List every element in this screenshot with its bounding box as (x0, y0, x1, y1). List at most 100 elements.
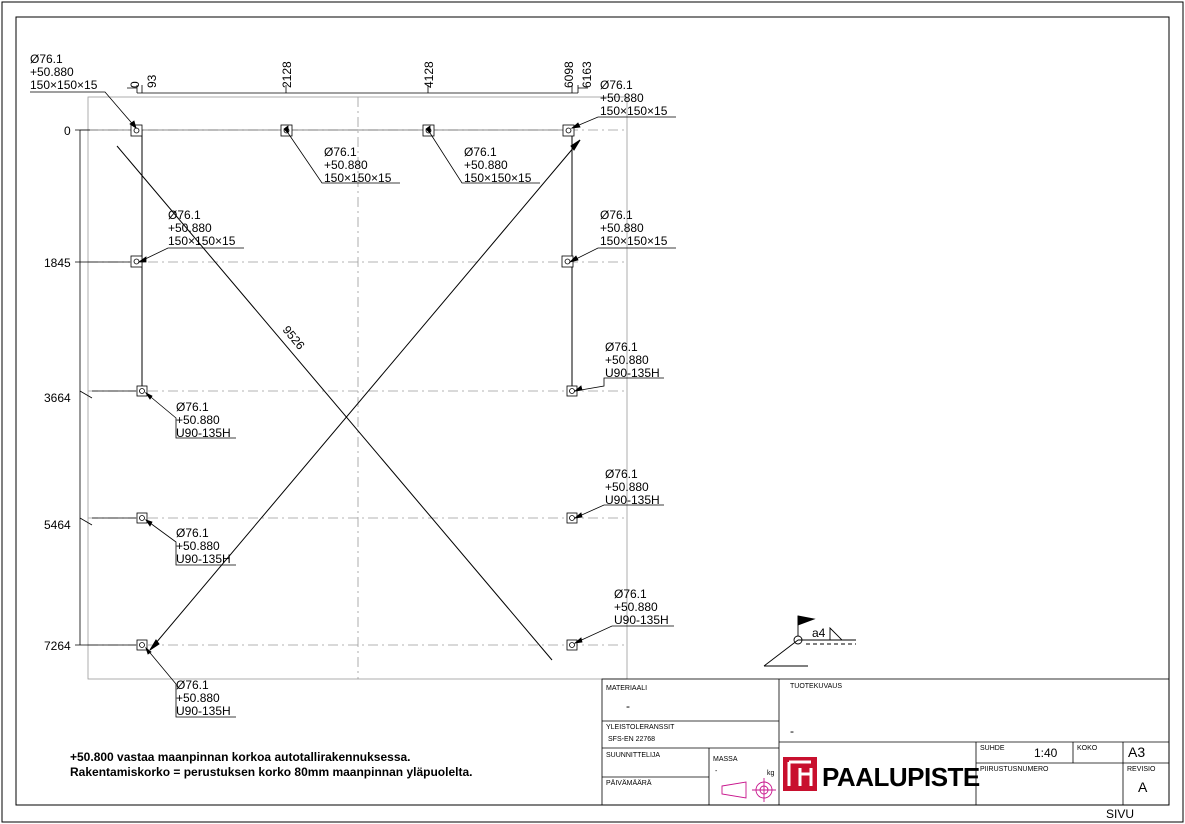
projection-symbol-icon (721, 778, 776, 802)
callout-diameter: Ø76.1 (600, 78, 633, 92)
callout-spec: U90-135H (176, 704, 231, 718)
callout-elevation: +50.880 (324, 158, 368, 172)
suunnittelija-label: SUUNNITTELIJA (606, 752, 660, 759)
callout-elevation: +50.880 (600, 91, 644, 105)
sivu-label: SIVU (1106, 807, 1134, 821)
weld-symbol (763, 615, 856, 667)
pile-marker (566, 639, 578, 651)
callout-elevation: +50.880 (168, 221, 212, 235)
paalupiste-logo: PAALUPISTE (783, 757, 980, 792)
pile-callout: Ø76.1 +50.880 150×150×15 (324, 145, 392, 185)
pile-marker (561, 255, 574, 268)
dim-x-93: 93 (145, 74, 159, 88)
suhde-value: 1:40 (1034, 746, 1058, 760)
yleistoleranssit-value: SFS-EN 22768 (608, 736, 655, 743)
pile-markers (130, 124, 578, 651)
title-block (601, 678, 1170, 806)
callout-elevation: +50.880 (600, 221, 644, 235)
top-dimension-labels: 0 93 2128 4128 6098 6163 (128, 61, 594, 88)
callout-spec: 150×150×15 (324, 171, 392, 185)
callout-spec: U90-135H (605, 493, 660, 507)
callout-elevation: +50.880 (176, 691, 220, 705)
massa-unit: kg (767, 770, 775, 777)
tuotekuvaus-label: TUOTEKUVAUS (790, 683, 842, 690)
callout-diameter: Ø76.1 (176, 678, 209, 692)
callout-elevation: +50.880 (30, 65, 74, 79)
left-dimension-labels: 0 1845 3664 5464 7264 (44, 124, 71, 653)
massa-value: - (715, 768, 718, 775)
yleistoleranssit-label: YLEISTOLERANSSIT (606, 724, 675, 731)
callout-diameter: Ø76.1 (600, 208, 633, 222)
pile-callout: Ø76.1 +50.880 150×150×15 (30, 52, 98, 92)
pile-marker (136, 512, 148, 524)
callout-spec: 150×150×15 (168, 234, 236, 248)
pile-callout: Ø76.1 +50.880 U90-135H (605, 340, 660, 380)
drawing-frame (15, 16, 1170, 806)
tuotekuvaus-value: - (790, 724, 794, 738)
dim-y-0: 0 (64, 124, 71, 138)
note-line-1: +50.800 vastaa maanpinnan korkoa autotal… (70, 750, 411, 764)
materiaali-label: MATERIAALI (606, 685, 647, 692)
dim-x-6163: 6163 (580, 61, 594, 88)
dim-y-1845: 1845 (44, 256, 71, 270)
pile-callout: Ø76.1 +50.880 U90-135H (176, 678, 231, 718)
callout-elevation: +50.880 (605, 353, 649, 367)
callout-elevation: +50.880 (605, 480, 649, 494)
pile-callout: Ø76.1 +50.880 U90-135H (176, 400, 231, 440)
dim-x-2128: 2128 (280, 61, 294, 88)
callout-elevation: +50.880 (176, 539, 220, 553)
koko-value: A3 (1128, 744, 1145, 760)
pile-callout: Ø76.1 +50.880 150×150×15 (600, 78, 668, 118)
flag-icon (797, 615, 816, 626)
pile-marker (136, 639, 148, 651)
dim-x-6098: 6098 (562, 61, 576, 88)
callout-elevation: +50.880 (464, 158, 508, 172)
callout-diameter: Ø76.1 (168, 208, 201, 222)
koko-label: KOKO (1077, 745, 1098, 752)
callout-spec: 150×150×15 (464, 171, 532, 185)
left-dimension-chain (75, 129, 136, 646)
diagonal-dimension-label: 9526 (280, 323, 308, 353)
callout-diameter: Ø76.1 (176, 526, 209, 540)
pile-callout: Ø76.1 +50.880 150×150×15 (600, 208, 668, 248)
callout-spec: 150×150×15 (30, 78, 98, 92)
paivamaara-label: PÄIVÄMÄÄRÄ (606, 779, 652, 787)
revisio-value: A (1138, 779, 1148, 795)
callout-spec: U90-135H (605, 366, 660, 380)
dim-y-5464: 5464 (44, 518, 71, 532)
callout-diameter: Ø76.1 (614, 587, 647, 601)
pile-marker (130, 124, 143, 137)
note-line-2: Rakentamiskorko = perustuksen korko 80mm… (70, 765, 472, 779)
dim-y-3664: 3664 (44, 391, 71, 405)
pile-callout: Ø76.1 +50.880 U90-135H (605, 467, 660, 507)
callout-spec: 150×150×15 (600, 104, 668, 118)
materiaali-value: - (626, 699, 630, 713)
top-dimension-chain (127, 85, 588, 94)
callout-diameter: Ø76.1 (605, 340, 638, 354)
callout-leaders (30, 91, 676, 718)
pile-callout: Ø76.1 +50.880 U90-135H (176, 526, 231, 566)
pile-callout: Ø76.1 +50.880 U90-135H (614, 587, 669, 627)
revisio-label: REVISIO (1127, 766, 1156, 773)
callout-spec: U90-135H (176, 426, 231, 440)
callout-elevation: +50.880 (176, 413, 220, 427)
callout-diameter: Ø76.1 (30, 52, 63, 66)
callout-elevation: +50.880 (614, 600, 658, 614)
callout-spec: 150×150×15 (600, 234, 668, 248)
pile-marker (136, 385, 148, 397)
callout-diameter: Ø76.1 (605, 467, 638, 481)
logo-text: PAALUPISTE (822, 762, 980, 792)
callout-diameter: Ø76.1 (176, 400, 209, 414)
suhde-label: SUHDE (980, 745, 1005, 752)
pile-callout: Ø76.1 +50.880 150×150×15 (168, 208, 236, 248)
piirustusnumero-label: PIIRUSTUSNUMERO (980, 766, 1049, 773)
dim-x-4128: 4128 (422, 61, 436, 88)
pile-marker (562, 124, 575, 137)
pile-callout: Ø76.1 +50.880 150×150×15 (464, 145, 532, 185)
dim-y-7264: 7264 (44, 639, 71, 653)
callout-spec: U90-135H (176, 552, 231, 566)
dim-x-0: 0 (128, 81, 142, 88)
massa-label: MASSA (713, 756, 738, 763)
weld-size-label: a4 (812, 626, 826, 640)
